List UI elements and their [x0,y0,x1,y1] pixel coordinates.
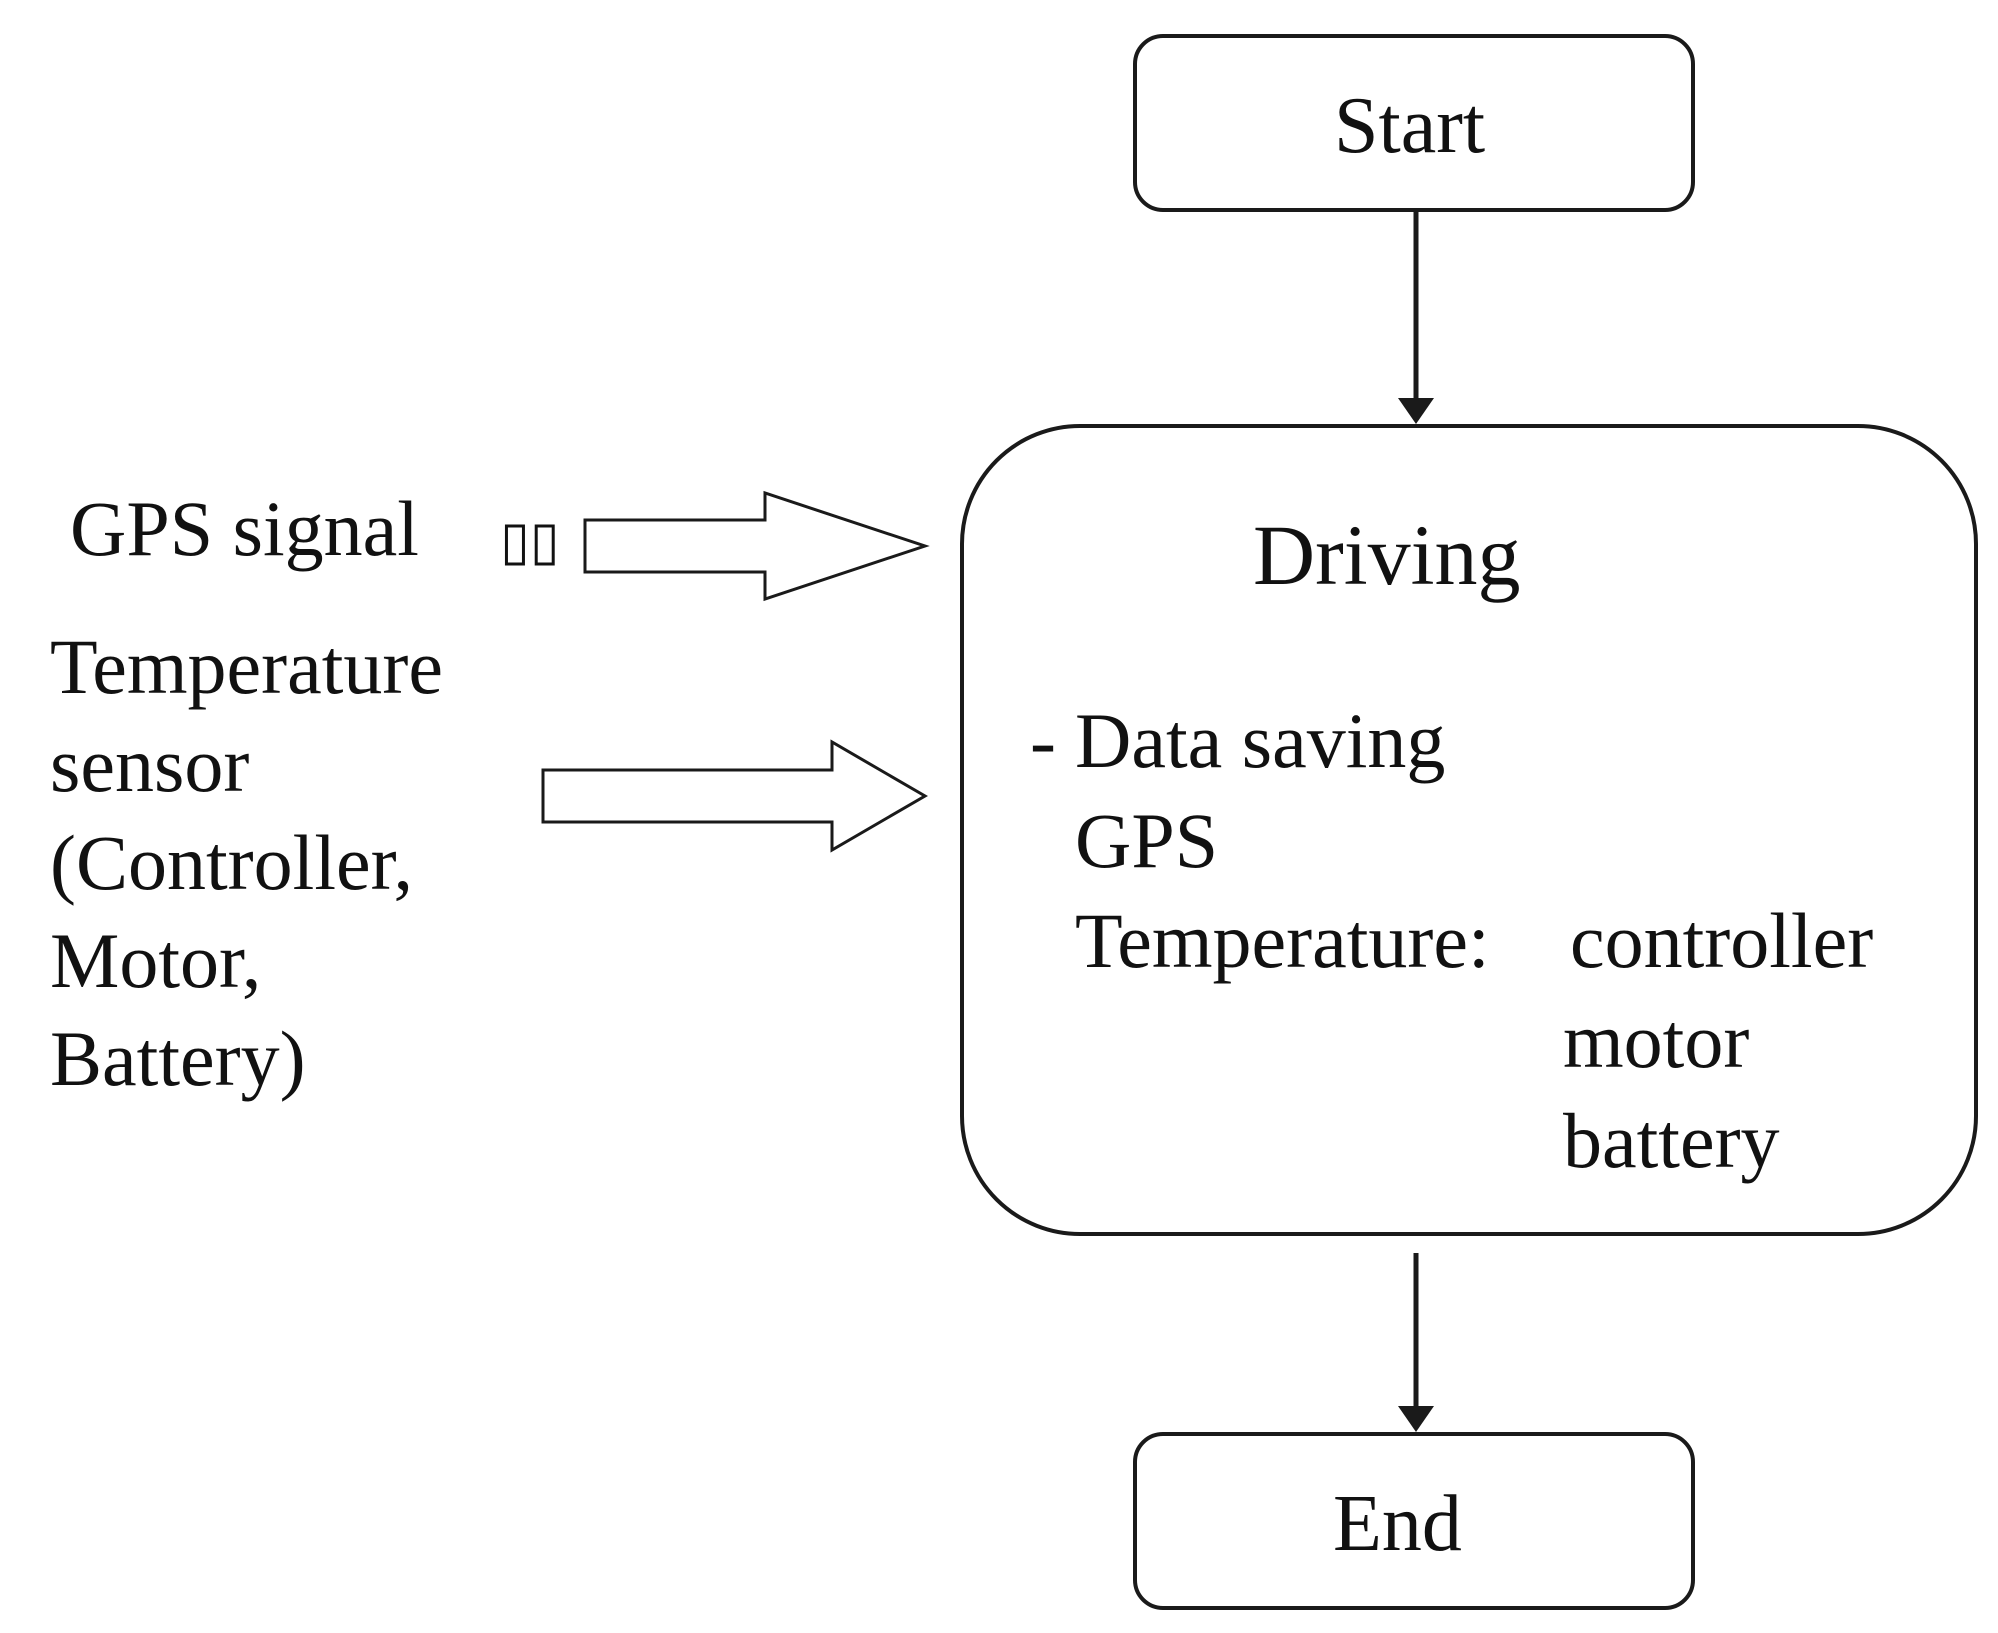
driving-title: Driving [1253,507,1521,603]
temperature-part-battery: battery [1563,1097,1780,1184]
temperature-input-block-arrow [541,739,928,853]
driving-node [960,424,1978,1236]
start-label: Start [1334,82,1486,170]
temperature-sensor-line-5: Battery) [50,1015,306,1102]
temperature-sensor-line-1: Temperature [50,623,443,710]
temperature-part-motor: motor [1563,997,1750,1084]
start-node [1133,34,1695,212]
temperature-sensor-line-4: Motor, [50,917,262,1004]
gps-input-block-arrow [583,490,930,602]
data-item-temperature: Temperature: [1075,897,1490,984]
temperature-sensor-line-3: (Controller, [50,819,413,906]
arrowhead-driving-to-end [1398,1406,1434,1432]
arrowhead-start-to-driving [1398,398,1434,424]
end-label: End [1333,1480,1462,1568]
temperature-part-controller: controller [1570,897,1874,984]
temperature-sensor-line-2: sensor [50,721,250,808]
data-saving-dash: - [1030,697,1056,784]
gps-signal-label: GPS signal [70,485,419,572]
data-saving-heading: Data saving [1075,697,1446,784]
gps-signal-glyph: ▯▯ [500,509,560,572]
data-item-gps: GPS [1075,797,1219,884]
end-node [1133,1432,1695,1610]
